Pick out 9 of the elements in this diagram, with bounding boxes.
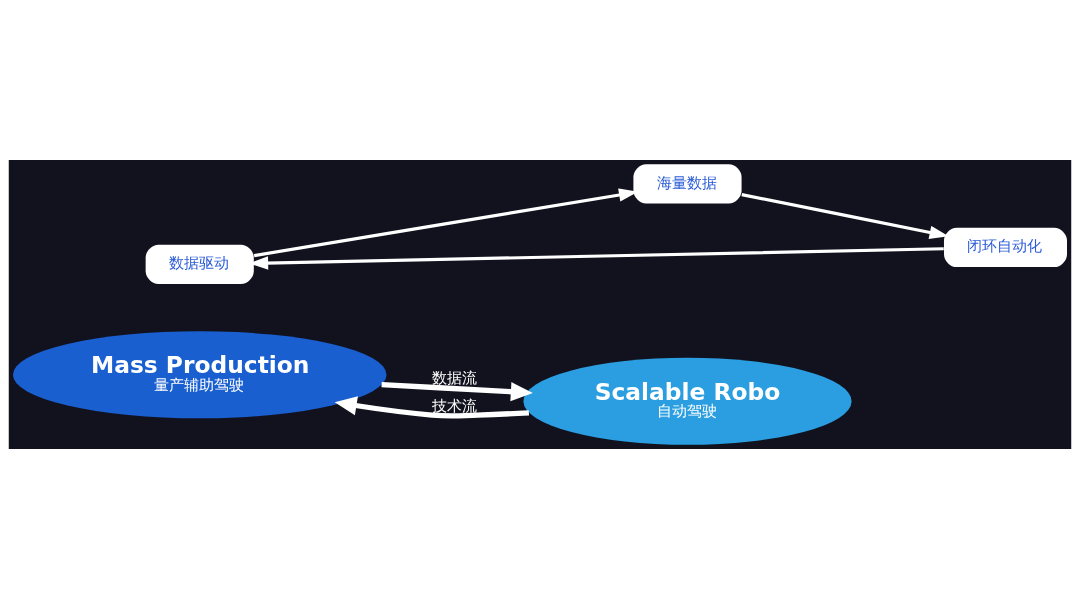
arrow	[381, 382, 533, 402]
node-box: 海量数据	[633, 164, 742, 204]
edge-label: 技术流	[432, 397, 478, 415]
arrow	[741, 193, 949, 240]
node-ellipse: Scalable Robo 自动驾驶	[523, 357, 852, 445]
node-box: 闭环自动化	[944, 227, 1067, 268]
node-box: 数据驱动	[145, 244, 254, 285]
edge-label: 数据流	[432, 369, 478, 387]
arrow	[334, 396, 530, 419]
